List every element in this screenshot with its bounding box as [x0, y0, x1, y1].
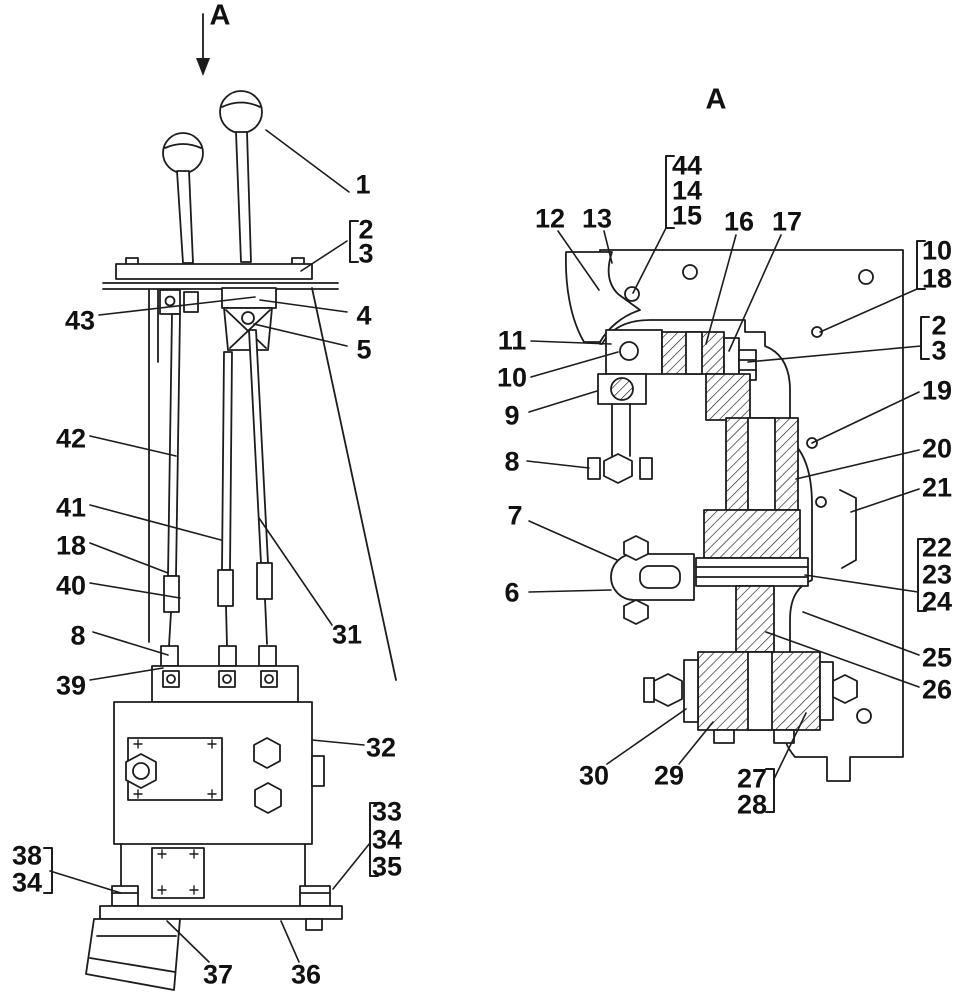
lower-shaft-assembly	[643, 651, 858, 744]
leader-line	[603, 230, 613, 264]
leader-line	[811, 391, 920, 444]
leader-line	[747, 345, 922, 363]
flange-hole	[624, 286, 640, 302]
trunnion-cylinder	[695, 373, 809, 653]
grouping-bracket	[917, 538, 927, 612]
leader-line	[89, 435, 177, 457]
leader-line	[530, 340, 612, 345]
leader-line	[528, 520, 618, 561]
linkage-rods	[160, 313, 277, 667]
left-view-lever-assembly	[85, 13, 397, 991]
support-frame-edges	[148, 287, 397, 681]
leader-line	[557, 230, 600, 291]
leader-line	[773, 712, 807, 780]
leader-line	[804, 574, 919, 593]
leader-line	[632, 227, 667, 294]
callout-leader-lines	[43, 129, 930, 963]
leader-line	[705, 234, 737, 345]
leader-line	[98, 296, 256, 316]
grouping-bracket	[765, 768, 775, 813]
leader-line	[166, 920, 210, 963]
plate-flange	[564, 251, 641, 343]
leader-line	[253, 323, 348, 347]
leader-line	[802, 611, 920, 656]
pivot-arm-assembly	[605, 329, 757, 393]
grouping-bracket	[43, 847, 53, 894]
leader-line	[728, 234, 782, 352]
leader-line	[528, 589, 612, 593]
section-arrow	[196, 13, 210, 76]
grouping-bracket	[349, 220, 359, 263]
side-bracket	[839, 489, 857, 569]
leader-line	[530, 351, 619, 378]
leader-line	[332, 842, 371, 890]
grouping-bracket	[369, 802, 379, 877]
leader-line	[526, 460, 590, 469]
detail-view-a	[564, 249, 904, 782]
leader-line	[89, 667, 164, 681]
leader-line	[300, 240, 348, 272]
grouping-bracket	[920, 316, 930, 360]
control-valve-body	[113, 665, 325, 845]
leader-line	[765, 631, 920, 688]
leader-line	[795, 449, 920, 480]
pivot-pin-block	[597, 373, 647, 457]
clevis-link	[610, 535, 695, 625]
adjuster-nut	[587, 453, 653, 484]
valve-base	[85, 843, 343, 991]
grouping-bracket	[665, 155, 675, 229]
leader-line	[89, 582, 181, 599]
leader-line	[850, 488, 920, 513]
leader-line	[89, 504, 222, 541]
mounting-plate	[102, 257, 339, 290]
leader-line	[49, 870, 122, 894]
leader-line	[819, 288, 918, 333]
control-lever-knobs	[162, 90, 263, 264]
leader-line	[92, 631, 169, 656]
leader-line	[678, 721, 714, 765]
leader-line	[265, 129, 350, 193]
leader-line	[528, 390, 598, 413]
leader-line	[258, 517, 333, 626]
leader-line	[89, 542, 169, 574]
leader-line	[259, 299, 348, 313]
leader-line	[606, 708, 687, 765]
grouping-bracket	[916, 240, 926, 290]
leader-line	[311, 739, 365, 746]
plate-holes	[682, 264, 874, 724]
leader-line	[280, 920, 300, 963]
